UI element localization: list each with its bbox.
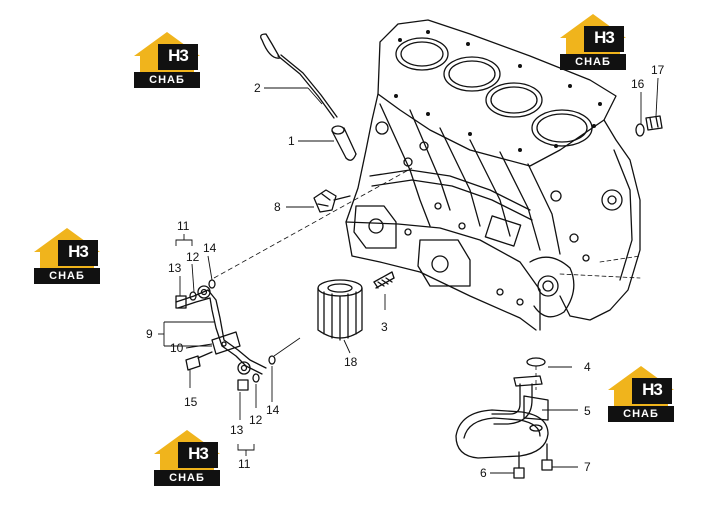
part-label-16: 16: [631, 77, 645, 91]
house-logo-icon: [560, 14, 626, 70]
oil-pickup-strainer: [455, 357, 553, 479]
part-label-3: 3: [381, 320, 388, 334]
dipstick-guide-tube: [331, 125, 357, 161]
part-label-10: 10: [170, 341, 184, 355]
plug-and-washer: [635, 115, 663, 137]
oil-filter: [317, 279, 363, 341]
house-logo-icon: [154, 430, 220, 486]
part-label-2: 2: [254, 81, 261, 95]
watermark-logo-1: Н3 СНАБ: [132, 30, 202, 90]
part-label-1: 1: [288, 134, 295, 148]
dipstick: [260, 33, 338, 119]
logo-top-text: Н3: [188, 444, 209, 463]
filter-stud: [373, 271, 395, 289]
part-label-13-top: 13: [168, 261, 182, 275]
part-label-8: 8: [274, 200, 281, 214]
part-label-5: 5: [584, 404, 591, 418]
part-label-17: 17: [651, 63, 665, 77]
part-label-13-bottom: 13: [230, 423, 244, 437]
house-logo-icon: [608, 366, 674, 422]
logo-top-text: Н3: [642, 380, 663, 399]
logo-bottom-text: СНАБ: [149, 74, 185, 86]
engine-block: [345, 19, 641, 331]
logo-bottom-text: СНАБ: [575, 56, 611, 68]
watermark-logo-2: Н3 СНАБ: [558, 12, 628, 72]
part-label-18: 18: [344, 355, 358, 369]
part-label-15: 15: [184, 395, 198, 409]
watermark-logo-5: Н3 СНАБ: [152, 428, 222, 488]
leader-lines: [158, 77, 659, 474]
part-label-11-top: 11: [177, 219, 190, 233]
logo-top-text: Н3: [594, 28, 615, 47]
logo-top-text: Н3: [168, 46, 189, 65]
logo-top-text: Н3: [68, 242, 89, 261]
part-label-6: 6: [480, 466, 487, 480]
watermark-logo-3: Н3 СНАБ: [32, 226, 102, 286]
oil-pressure-switch: [313, 189, 351, 213]
watermark-logo-4: Н3 СНАБ: [606, 364, 676, 424]
part-label-7: 7: [584, 460, 591, 474]
part-label-14-bottom: 14: [266, 403, 280, 417]
oil-pipe-assembly: [175, 279, 276, 391]
part-label-12-bottom: 12: [249, 413, 263, 427]
logo-bottom-text: СНАБ: [623, 408, 659, 420]
part-label-12-top: 12: [186, 250, 200, 264]
house-logo-icon: [34, 228, 100, 284]
part-label-4: 4: [584, 360, 591, 374]
house-logo-icon: [134, 32, 200, 88]
part-label-9: 9: [146, 327, 153, 341]
part-label-14-top: 14: [203, 241, 217, 255]
logo-bottom-text: СНАБ: [169, 472, 205, 484]
part-label-11-bottom: 11: [238, 457, 251, 471]
logo-bottom-text: СНАБ: [49, 270, 85, 282]
